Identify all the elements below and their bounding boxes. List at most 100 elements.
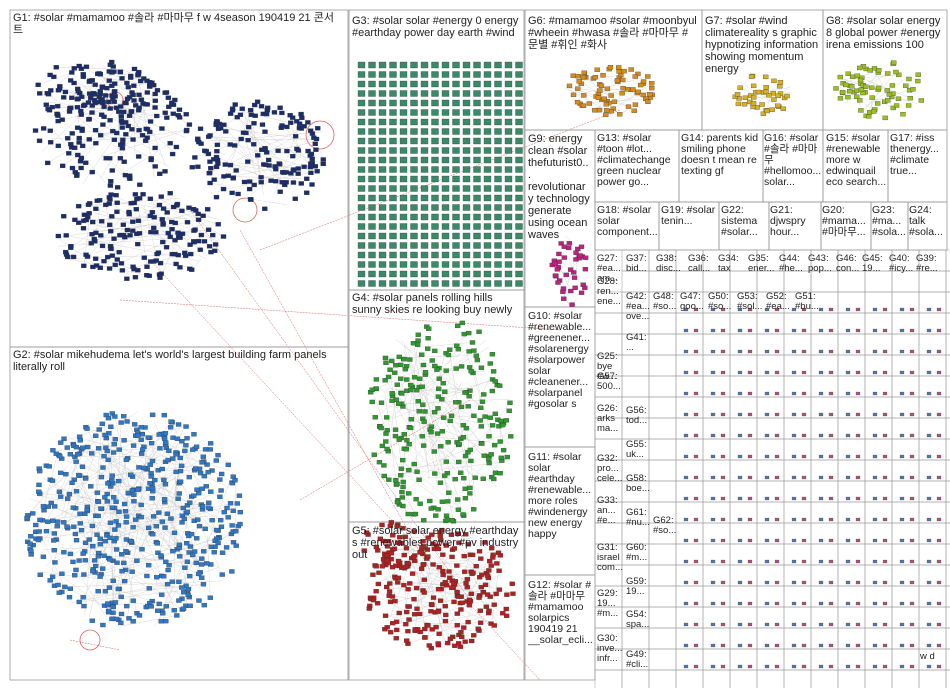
node-g2: [41, 508, 47, 513]
node-small: [737, 580, 743, 585]
node-g5: [421, 590, 427, 595]
node-g4: [481, 453, 487, 458]
node-g2: [208, 489, 214, 494]
node-g2: [54, 524, 60, 529]
node-g1: [277, 105, 283, 110]
node-g3: [357, 242, 366, 249]
node-g2: [130, 598, 136, 603]
node-g3: [473, 128, 481, 135]
node-g3: [389, 71, 397, 78]
node-g7: [735, 101, 742, 107]
node-g1: [40, 126, 47, 131]
node-g4: [436, 386, 442, 392]
node-g1: [76, 220, 82, 225]
node-g1: [107, 222, 113, 228]
node-g3: [441, 280, 450, 287]
node-g1: [118, 118, 125, 123]
node-g3: [462, 175, 471, 183]
node-small: [764, 496, 770, 501]
node-g1: [91, 91, 97, 96]
node-g1: [304, 176, 310, 181]
node-small: [791, 580, 797, 585]
node-g2: [136, 465, 142, 470]
node-small: [747, 517, 753, 522]
node-g2: [163, 604, 169, 609]
edge: [113, 452, 168, 463]
node-g5: [455, 641, 462, 646]
node-g3: [431, 270, 439, 278]
cell-box: [783, 354, 812, 377]
node-small: [872, 601, 878, 606]
node-g4: [425, 336, 431, 341]
node-small: [747, 538, 753, 543]
node-g4: [392, 427, 399, 432]
node-small: [764, 454, 770, 459]
cell-box: [918, 396, 947, 419]
node-g5: [405, 629, 411, 634]
node-g3: [494, 71, 502, 78]
node-g1: [106, 69, 112, 74]
node-g2: [176, 579, 182, 584]
node-g2: [155, 550, 161, 555]
node-g3: [441, 261, 450, 268]
node-g3: [452, 213, 460, 221]
node-g1: [258, 175, 264, 180]
node-g2: [174, 613, 180, 618]
cell-box: [945, 543, 950, 566]
node-small: [845, 370, 851, 375]
node-g2: [178, 463, 185, 469]
node-small: [855, 496, 861, 501]
node-g6: [607, 65, 614, 70]
node-g4: [441, 415, 447, 420]
node-g5: [490, 555, 496, 560]
node-g3: [504, 185, 513, 192]
node-g3: [410, 109, 418, 116]
node-g8: [869, 95, 875, 100]
node-g1: [301, 164, 307, 169]
node-small: [872, 307, 878, 312]
node-small: [764, 538, 770, 543]
node-g7: [750, 83, 757, 89]
node-g1: [198, 232, 205, 238]
node-g2: [79, 445, 86, 450]
node-g1: [118, 114, 124, 119]
node-g3: [399, 71, 408, 78]
node-g3: [462, 61, 471, 69]
node-g1: [126, 212, 132, 217]
node-g4: [398, 466, 405, 471]
edge: [366, 532, 397, 569]
node-g1: [163, 245, 170, 250]
node-g3: [399, 166, 408, 173]
node-small: [720, 433, 726, 438]
edge: [125, 533, 229, 571]
node-g2: [111, 494, 117, 500]
node-g3: [410, 232, 418, 240]
node-g3: [504, 156, 513, 164]
cell-box: [864, 312, 893, 335]
edge: [66, 446, 98, 527]
cell-box: [945, 585, 950, 608]
node-small: [693, 307, 699, 312]
node-small: [774, 454, 780, 459]
node-g8: [857, 98, 863, 103]
node-g1: [308, 170, 314, 176]
node-g1: [136, 196, 143, 201]
cell-box: [702, 606, 731, 629]
node-g1: [262, 129, 268, 134]
node-g3: [473, 280, 481, 287]
edge: [101, 574, 120, 578]
node-g1: [277, 189, 283, 194]
node-g4: [372, 415, 378, 420]
node-small: [693, 538, 699, 543]
edge: [114, 416, 130, 491]
node-g1: [106, 99, 112, 105]
node-small: [926, 475, 932, 480]
cell-box: [837, 480, 866, 503]
node-g3: [420, 90, 429, 97]
node-g2: [194, 536, 200, 541]
node-g2: [161, 574, 167, 579]
node-g5: [388, 551, 395, 556]
node-g5: [420, 562, 426, 567]
node-g1: [147, 119, 154, 124]
node-g3: [410, 99, 418, 107]
